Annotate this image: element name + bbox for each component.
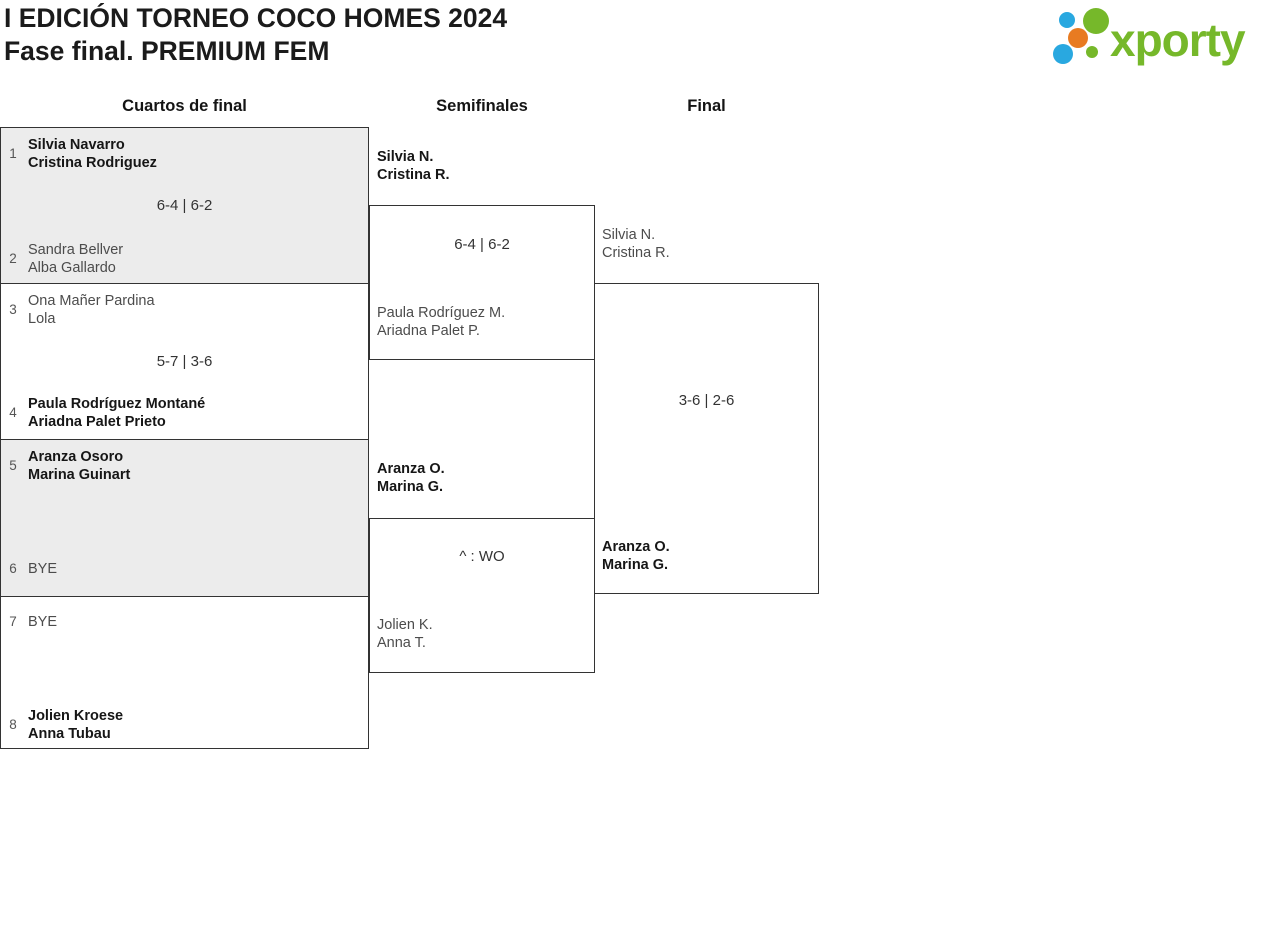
match-score: 6-4 | 6-2 — [454, 236, 510, 253]
player-name: BYE — [28, 561, 58, 577]
player-name: Paula Rodríguez Montané — [28, 396, 206, 412]
player-name: Marina Guinart — [28, 467, 131, 483]
xporty-logo[interactable]: xporty — [1048, 2, 1280, 74]
player-name: Aranza Osoro — [28, 449, 124, 465]
player-name: Ariadna Palet Prieto — [28, 414, 166, 430]
player-name: Cristina Rodriguez — [28, 155, 157, 171]
logo-dot-icon — [1068, 28, 1088, 48]
tournament-title: I EDICIÓN TORNEO COCO HOMES 2024 — [4, 3, 508, 33]
seed-number: 6 — [9, 561, 17, 576]
seed-number: 3 — [9, 302, 17, 317]
seed-number: 1 — [9, 146, 17, 161]
team-label: Paula Rodríguez M. Ariadna Palet P. — [377, 304, 505, 340]
qf-match-4-box[interactable] — [0, 596, 369, 749]
seed-number: 7 — [9, 614, 17, 629]
match-score: ^ : WO — [459, 548, 505, 565]
seed-number: 8 — [9, 717, 17, 732]
match-score: 6-4 | 6-2 — [156, 197, 213, 214]
round-header-semifinals: Semifinales — [436, 97, 528, 115]
match-score: 3-6 | 2-6 — [678, 392, 735, 409]
player-name: Cristina R. — [377, 167, 450, 183]
team-label: Silvia N. Cristina R. — [602, 226, 670, 262]
team-label: Silvia N. Cristina R. — [377, 148, 450, 184]
player-name: Marina G. — [602, 557, 669, 573]
player-name: Silvia N. — [602, 227, 656, 243]
logo-dot-icon — [1083, 8, 1109, 34]
sf-match-2-box[interactable] — [369, 518, 595, 673]
round-header-final: Final — [687, 97, 726, 115]
logo-wordmark: xporty — [1110, 14, 1246, 66]
player-name: Jolien K. — [377, 617, 433, 633]
player-name: Jolien Kroese — [28, 708, 124, 724]
player-name: Marina G. — [377, 479, 444, 495]
round-header-quarterfinals: Cuartos de final — [122, 97, 247, 115]
player-name: Cristina R. — [602, 245, 670, 261]
player-name: Silvia N. — [377, 149, 434, 165]
player-name: Aranza O. — [602, 539, 670, 555]
player-name: Silvia Navarro — [28, 137, 125, 153]
player-name: Ona Mañer Pardina — [28, 293, 155, 309]
seed-number: 4 — [9, 405, 17, 420]
match-score: 5-7 | 3-6 — [156, 353, 213, 370]
seed-number: 2 — [9, 251, 17, 266]
team-label: Jolien K. Anna T. — [377, 616, 433, 652]
team-label: Ona Mañer Pardina Lola — [28, 292, 155, 328]
page-title: I EDICIÓN TORNEO COCO HOMES 2024 Fase fi… — [4, 2, 507, 68]
player-name: Lola — [28, 311, 56, 327]
player-name: Alba Gallardo — [28, 260, 116, 276]
player-name: Aranza O. — [377, 461, 445, 477]
logo-dot-icon — [1059, 12, 1075, 28]
player-name: Anna Tubau — [28, 726, 111, 742]
player-name: BYE — [28, 614, 58, 630]
logo-dot-icon — [1086, 46, 1098, 58]
phase-subtitle: Fase final. PREMIUM FEM — [4, 36, 330, 66]
player-name: Ariadna Palet P. — [377, 323, 480, 339]
team-label: Jolien Kroese Anna Tubau — [28, 707, 123, 743]
player-name: Sandra Bellver — [28, 242, 124, 258]
logo-dot-icon — [1053, 44, 1073, 64]
team-label: BYE — [28, 613, 57, 631]
team-label: Aranza O. Marina G. — [377, 460, 445, 496]
team-label: Aranza O. Marina G. — [602, 538, 670, 574]
team-label: Silvia Navarro Cristina Rodriguez — [28, 136, 157, 172]
team-label: BYE — [28, 560, 57, 578]
team-label: Aranza Osoro Marina Guinart — [28, 448, 130, 484]
sf-match-1-box[interactable] — [369, 205, 595, 360]
player-name: Paula Rodríguez M. — [377, 305, 506, 321]
qf-match-2-box[interactable] — [0, 283, 369, 440]
final-match-box[interactable] — [594, 283, 819, 594]
qf-match-1-box[interactable] — [0, 127, 369, 284]
seed-number: 5 — [9, 458, 17, 473]
team-label: Paula Rodríguez Montané Ariadna Palet Pr… — [28, 395, 205, 431]
player-name: Anna T. — [377, 635, 426, 651]
team-label: Sandra Bellver Alba Gallardo — [28, 241, 123, 277]
